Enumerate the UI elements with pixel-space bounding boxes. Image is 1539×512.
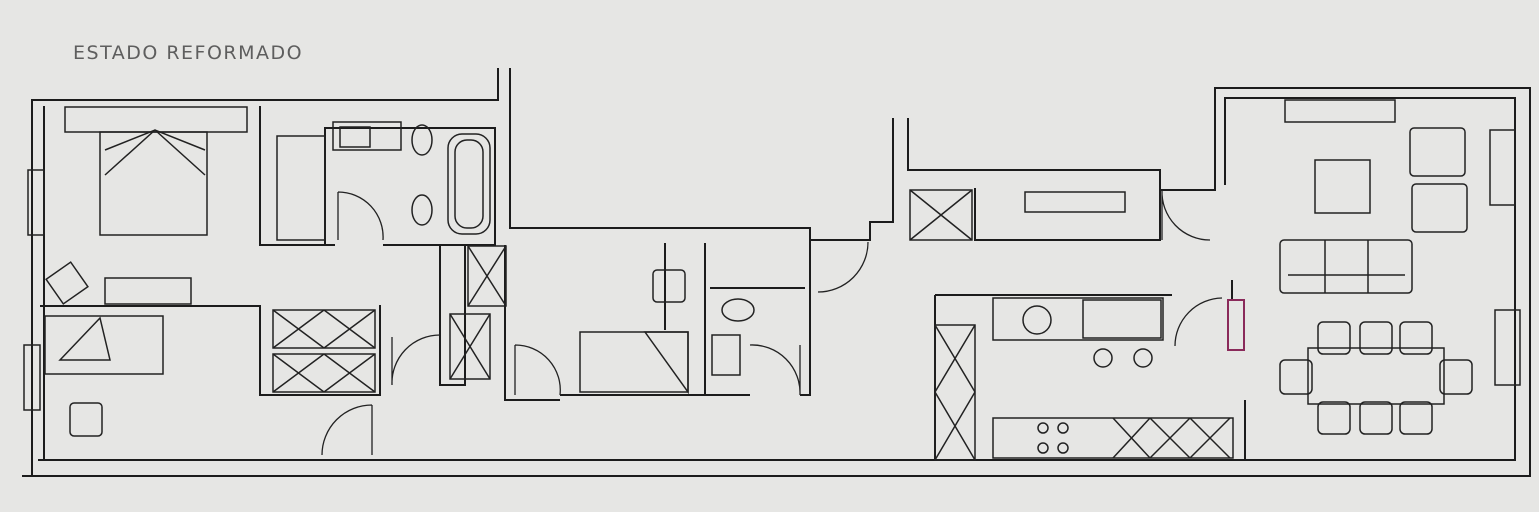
coffee-table [1314,159,1371,214]
sofa [1279,239,1413,294]
window [1489,129,1516,206]
interior-walls [40,106,1246,460]
living-room [23,99,1521,435]
sink [1022,305,1052,335]
wardrobes [272,189,976,461]
bidet [411,194,433,226]
stool [1133,348,1153,368]
chair [1439,359,1473,395]
door-bedroom-3 [514,344,561,396]
sink [711,334,741,376]
door-toilet [749,344,801,396]
plan-title: ESTADO REFORMADO [73,42,304,64]
door-bedroom-2 [391,334,441,386]
door-kitchen [1174,297,1223,347]
bed [579,331,689,393]
armchair [1409,127,1466,177]
chair [1359,401,1393,435]
door-living [1161,189,1211,241]
chair [1399,321,1433,355]
chair [1399,401,1433,435]
door-entrance [321,404,373,456]
bathtub [447,133,491,235]
armchair [1411,183,1468,233]
doors [321,189,1223,456]
chair [45,261,89,305]
chair [69,402,103,437]
chair [1359,321,1393,355]
single-bed [44,315,164,375]
chair [1317,401,1351,435]
kitchen [992,297,1245,459]
toilet [721,298,755,322]
master-bed [64,106,248,236]
door-bathroom [337,191,384,241]
dining-table [1307,347,1445,405]
door-hall [817,241,869,293]
desk [104,277,192,305]
exterior-walls [22,68,1531,477]
tv-unit [1284,99,1396,123]
chair [1279,359,1313,395]
stool [1093,348,1113,368]
window [1494,309,1521,386]
window [23,344,41,411]
toilet [411,124,433,156]
chair [1317,321,1351,355]
console-table [1024,191,1126,213]
chair [652,269,686,303]
window [27,169,45,236]
bathroom-fixtures [276,121,491,241]
bed-pillow [58,316,111,361]
bed-pillow [643,331,689,395]
